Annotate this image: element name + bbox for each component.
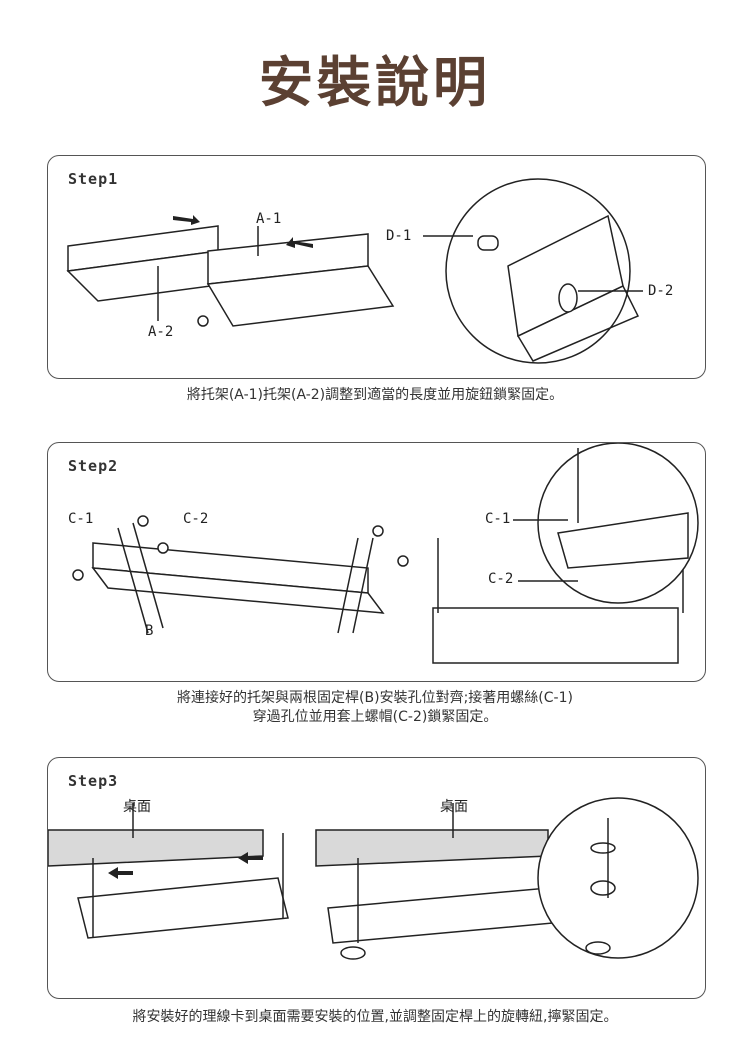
part-label-d2: D-2: [648, 283, 674, 299]
step3-label: Step3: [68, 772, 119, 790]
step3-caption: 將安裝好的理線卡到桌面需要安裝的位置,並調整固定桿上的旋轉紐,擰緊固定。: [132, 1009, 618, 1025]
step2-caption: 將連接好的托架與兩根固定桿(B)安裝孔位對齊;接著用螺絲(C-1) 穿過孔位並用…: [0, 689, 750, 727]
step1-panel: Step1 A-1 A-2 D-1 D-2: [47, 155, 706, 379]
step2-caption-line2: 穿過孔位並用套上螺帽(C-2)鎖緊固定。: [252, 709, 498, 725]
part-label-c1-detail: C-1: [485, 511, 511, 527]
desk-label-left: 桌面: [123, 799, 151, 815]
part-label-b: B: [145, 623, 154, 639]
part-label-a2: A-2: [148, 324, 174, 340]
step3-illustration: [48, 797, 699, 960]
part-label-d1: D-1: [386, 228, 412, 244]
step3-panel: Step3 桌面 桌面: [47, 757, 706, 999]
step1-label: Step1: [68, 170, 119, 188]
desk-label-right: 桌面: [440, 799, 468, 815]
page-title: 安裝說明: [259, 51, 491, 114]
step2-panel: Step2 C-1 C-2 B C-1 C-2: [47, 442, 706, 682]
step1-illustration: [66, 178, 643, 364]
step1-caption: 將托架(A-1)托架(A-2)調整到適當的長度並用旋鈕鎖緊固定。: [186, 387, 564, 403]
part-label-c2-detail: C-2: [488, 571, 514, 587]
part-label-a1: A-1: [256, 211, 282, 227]
part-label-c2: C-2: [183, 511, 209, 527]
part-label-c1: C-1: [68, 511, 94, 527]
step2-illustration: [72, 443, 699, 664]
step2-label: Step2: [68, 457, 119, 475]
step2-caption-line1: 將連接好的托架與兩根固定桿(B)安裝孔位對齊;接著用螺絲(C-1): [177, 690, 573, 706]
